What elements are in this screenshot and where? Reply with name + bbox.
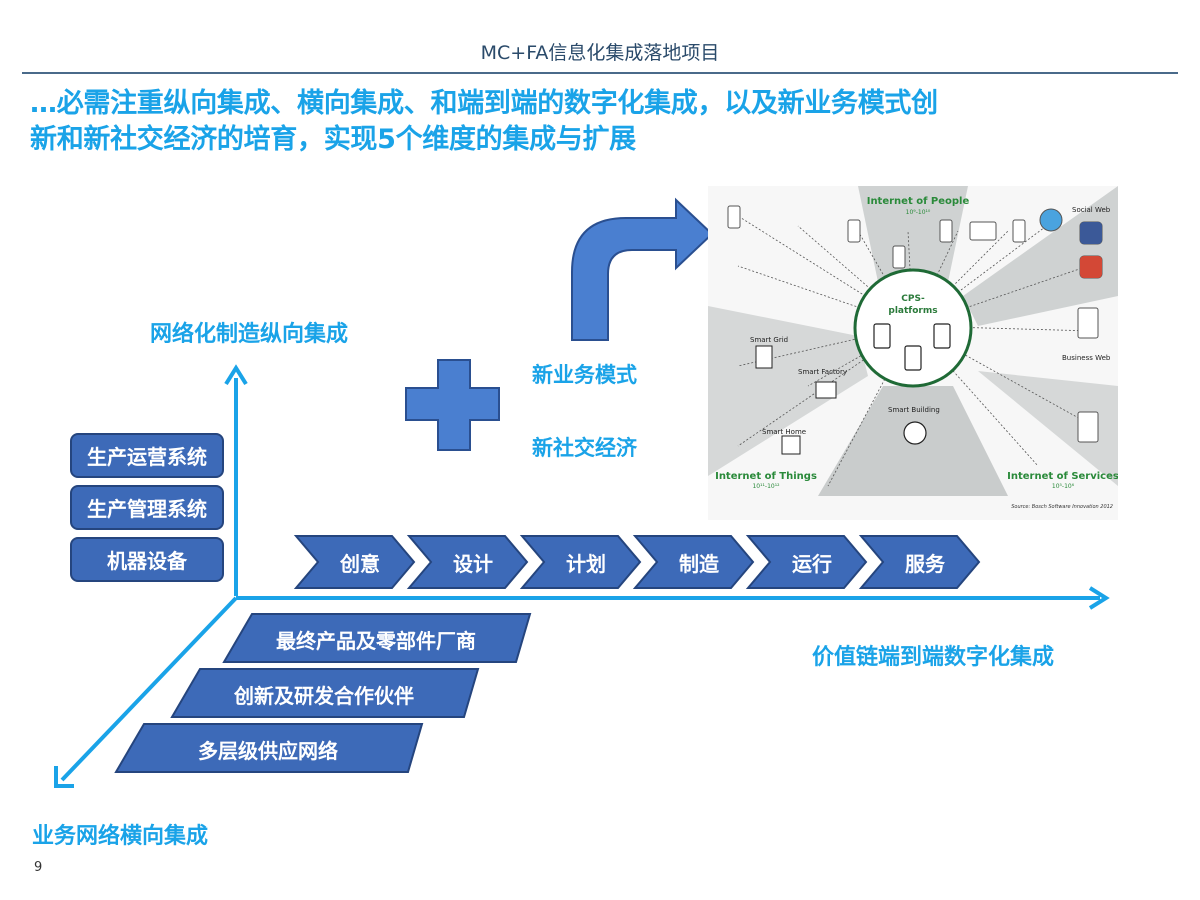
system-box-management: 生产管理系统 (70, 485, 224, 530)
network-bar-label-rnd: 创新及研发合作伙伴 (234, 683, 414, 708)
cps-platform-circle (853, 268, 973, 388)
smart-grid-icon (755, 345, 773, 369)
horizontal-axis-arrowhead (1088, 586, 1110, 610)
chevron-label-operate: 运行 (792, 551, 832, 576)
value-chain-chevron (293, 535, 416, 589)
diagonal-axis-label: 业务网络横向集成 (32, 824, 209, 849)
network-bars (114, 613, 532, 773)
cps-label-1: CPS- (901, 294, 925, 304)
new-business-model-text: 新业务模式 (532, 363, 637, 387)
headline: …必需注重纵向集成、横向集成、和端到端的数字化集成，以及新业务模式创 新和新社交… (30, 86, 1180, 158)
people-exponent: 10⁹-10¹⁰ (906, 209, 931, 216)
server-icons (873, 323, 951, 445)
source-note: Source: Bosch Software Innovation 2012 (1011, 504, 1113, 510)
smart-home-icon (781, 435, 801, 455)
diagonal-axis (60, 596, 238, 782)
google-plus-icon (1080, 256, 1102, 278)
headline-line-1: …必需注重纵向集成、横向集成、和端到端的数字化集成，以及新业务模式创 (30, 88, 938, 119)
cps-platform-figure: CPS- platforms Internet of People 10⁹-10… (708, 186, 1118, 520)
things-exponent: 10¹¹-10¹² (752, 483, 780, 490)
value-chain-chevron (519, 535, 642, 589)
vertical-axis-label: 网络化制造纵向集成 (150, 322, 349, 347)
facebook-icon (1080, 222, 1102, 244)
chevron-label-manufacture: 制造 (679, 551, 719, 576)
cps-label-2: platforms (888, 306, 937, 316)
vertical-axis-arrowhead (224, 364, 248, 386)
page-header-title: MC+FA信息化集成落地项目 (480, 42, 720, 64)
smart-home-label: Smart Home (762, 428, 806, 436)
internet-of-things-label: Internet of Things (715, 471, 817, 482)
smart-building-label: Smart Building (888, 406, 940, 414)
header-divider (22, 72, 1178, 74)
chevron-label-design: 设计 (453, 551, 493, 576)
chevron-label-idea: 创意 (340, 551, 380, 576)
twitter-icon (1039, 208, 1063, 232)
network-bar (170, 668, 480, 718)
chevron-label-service: 服务 (905, 551, 945, 576)
network-bar (222, 613, 532, 663)
smart-factory-icon (815, 381, 837, 399)
smart-grid-label: Smart Grid (750, 336, 788, 344)
value-chain-chevrons (293, 535, 981, 589)
network-bar-label-oem: 最终产品及零部件厂商 (276, 628, 476, 653)
value-chain-chevron (745, 535, 868, 589)
smart-factory-label: Smart Factory (798, 368, 847, 376)
internet-of-people-label: Internet of People (867, 196, 970, 207)
curved-arrow (571, 197, 714, 341)
horizontal-axis-label: 价值链端到端数字化集成 (812, 645, 1055, 670)
value-chain-chevron (632, 535, 755, 589)
plus-sign (405, 359, 500, 451)
social-web-label: Social Web (1072, 206, 1111, 214)
value-chain-chevron (406, 535, 529, 589)
services-wedge (978, 371, 1118, 486)
business-web-label: Business Web (1062, 354, 1111, 362)
things-wedge (708, 306, 868, 476)
new-social-economy-text: 新社交经济 (532, 436, 637, 460)
page-number: 9 (34, 860, 43, 875)
network-bar-label-supply: 多层级供应网络 (198, 738, 338, 763)
value-chain-chevron (858, 535, 981, 589)
services-exponent: 10⁵-10⁶ (1052, 483, 1075, 490)
system-box-machines: 机器设备 (70, 537, 224, 582)
social-wedge (963, 186, 1118, 326)
internet-of-services-label: Internet of Services (1007, 471, 1118, 482)
chevron-label-plan: 计划 (566, 551, 606, 576)
diagonal-axis-arrowhead (54, 766, 74, 788)
network-bar (114, 723, 424, 773)
headline-line-2: 新和新社交经济的培育，实现5个维度的集成与扩展 (30, 124, 636, 155)
system-box-operations: 生产运营系统 (70, 433, 224, 478)
